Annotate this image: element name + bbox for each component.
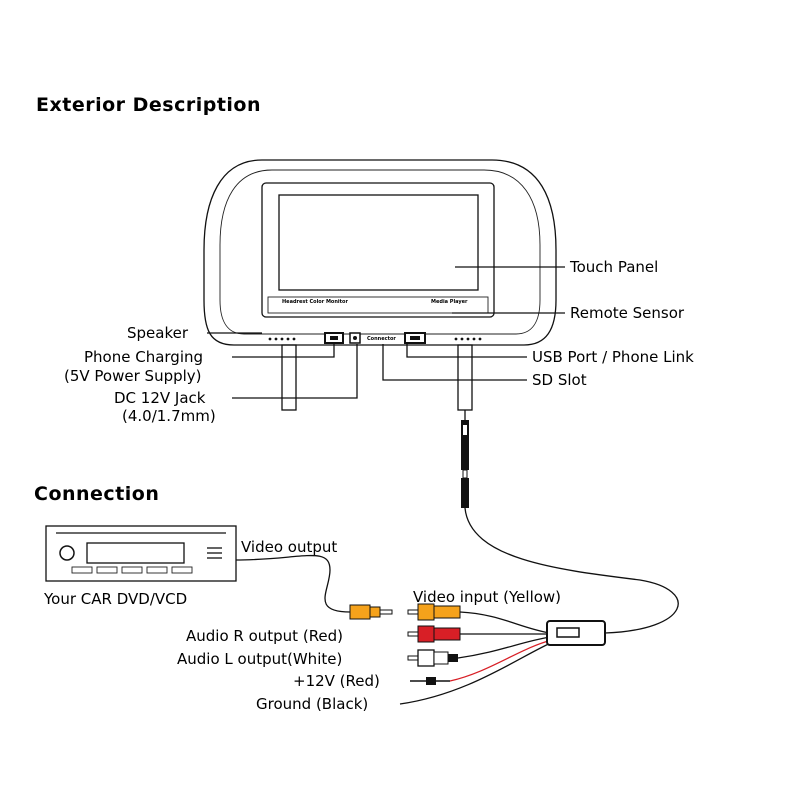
label-video-output: Video output	[241, 538, 337, 556]
label-ground: Ground (Black)	[256, 695, 368, 713]
label-speaker: Speaker	[127, 324, 189, 342]
connection-heading: Connection	[34, 483, 159, 505]
wire-harness	[399, 611, 556, 705]
label-dc-jack: DC 12V Jack	[114, 389, 206, 407]
label-usb-port: USB Port / Phone Link	[532, 348, 694, 366]
mounting-pole-right	[457, 344, 473, 411]
red-rca-plug	[407, 625, 461, 643]
wire-hub	[546, 620, 606, 646]
headrest-monitor: Headrest Color Monitor Media Player Conn…	[203, 159, 557, 411]
monitor-right-small-label: Media Player	[431, 299, 468, 305]
speaker-grille-right	[454, 337, 482, 341]
speaker-grille-left	[268, 337, 296, 341]
dvd-knob-icon	[59, 545, 75, 561]
label-audio-r: Audio R output (Red)	[186, 627, 343, 645]
monitor-bottom-small-label: Connector	[367, 336, 396, 342]
label-dc-jack-sub: (4.0/1.7mm)	[122, 407, 216, 425]
label-phone-charging: Phone Charging	[84, 348, 203, 366]
mounting-pole-left	[281, 344, 297, 411]
exterior-callout-lines	[207, 266, 565, 399]
monitor-left-small-label: Headrest Color Monitor	[282, 299, 348, 305]
car-dvd-unit	[45, 525, 237, 582]
white-rca-plug	[407, 649, 458, 667]
label-touch-panel: Touch Panel	[569, 258, 658, 276]
label-audio-l: Audio L output(White)	[177, 650, 342, 668]
monitor-cable	[461, 410, 679, 634]
yellow-rca-plugs	[349, 603, 461, 621]
exterior-heading: Exterior Description	[36, 94, 261, 116]
label-phone-charging-sub: (5V Power Supply)	[64, 367, 202, 385]
dvd-display	[86, 542, 185, 564]
video-output-cable	[235, 554, 351, 613]
plus12v-pin	[410, 677, 450, 685]
label-plus12v: +12V (Red)	[293, 672, 380, 690]
label-video-input: Video input (Yellow)	[413, 588, 561, 606]
label-car-dvd: Your CAR DVD/VCD	[43, 590, 187, 608]
label-remote-sensor: Remote Sensor	[570, 304, 685, 322]
label-sd-slot: SD Slot	[532, 371, 587, 389]
touch-panel-screen	[278, 194, 479, 291]
